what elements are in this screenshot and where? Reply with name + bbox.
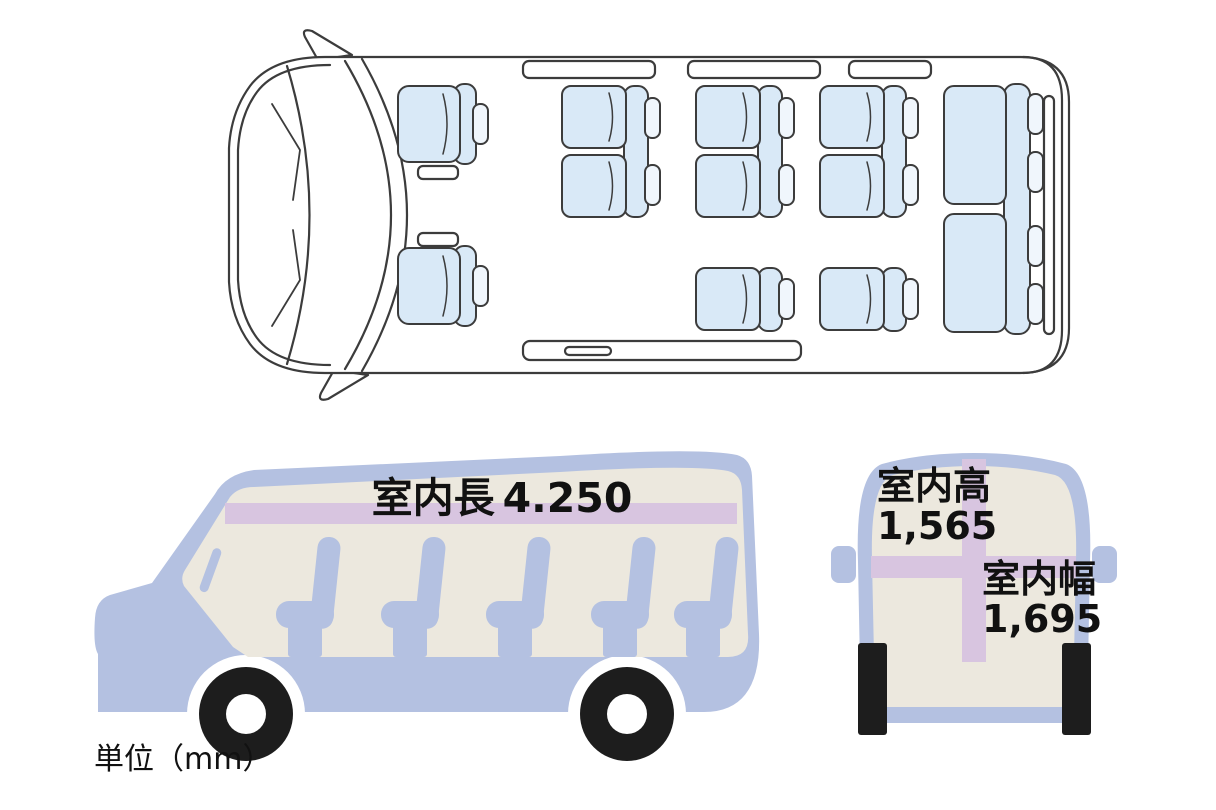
rear-bumper-line: [1021, 55, 1064, 375]
rear-left-wheel: [858, 643, 887, 735]
unit-label: 単位（mm）: [94, 742, 272, 777]
left-mirror-icon: [302, 29, 354, 62]
left-mirror-icon: [831, 546, 856, 583]
door-handle: [563, 345, 613, 357]
driver-seat: [398, 84, 488, 164]
armrest: [416, 164, 460, 181]
rear-right-wheel: [1062, 643, 1091, 735]
hood-line: [285, 64, 311, 366]
rear-door-trim: [1042, 94, 1056, 336]
interior-width-value: 1,695: [982, 597, 1102, 641]
interior-length-label: 室内長: [372, 474, 496, 522]
interior-length-value: 4.250: [503, 474, 633, 522]
right-mirror-icon: [318, 368, 370, 401]
interior-length-band: [225, 503, 737, 524]
armrest: [416, 231, 460, 248]
roof-rail: [686, 59, 822, 80]
interior-height-label: 室内高: [877, 464, 991, 508]
row-seat: [696, 268, 794, 331]
interior-height-value: 1,565: [877, 504, 997, 548]
interior-width-band: [871, 556, 1076, 578]
roof-front-line: [360, 57, 408, 373]
roof-rail: [847, 59, 933, 80]
top-view: [227, 29, 1071, 401]
rear-view: 室内高 1,565 室内幅 1,695: [831, 453, 1117, 735]
front-bumper-line: [236, 63, 332, 367]
wiper-icon: [271, 103, 301, 201]
rear-wheel: [580, 667, 674, 761]
interior-width-label: 室内幅: [982, 557, 1096, 601]
front-passenger-seat: [398, 246, 488, 326]
steering-wheel-icon: [199, 548, 222, 593]
right-mirror-icon: [1092, 546, 1117, 583]
front-wheel: [199, 667, 293, 761]
sliding-door-step: [521, 339, 803, 362]
roof-rail: [521, 59, 657, 80]
windshield-line: [343, 59, 392, 371]
row-seat: [820, 268, 918, 331]
wiper-icon: [271, 229, 301, 327]
